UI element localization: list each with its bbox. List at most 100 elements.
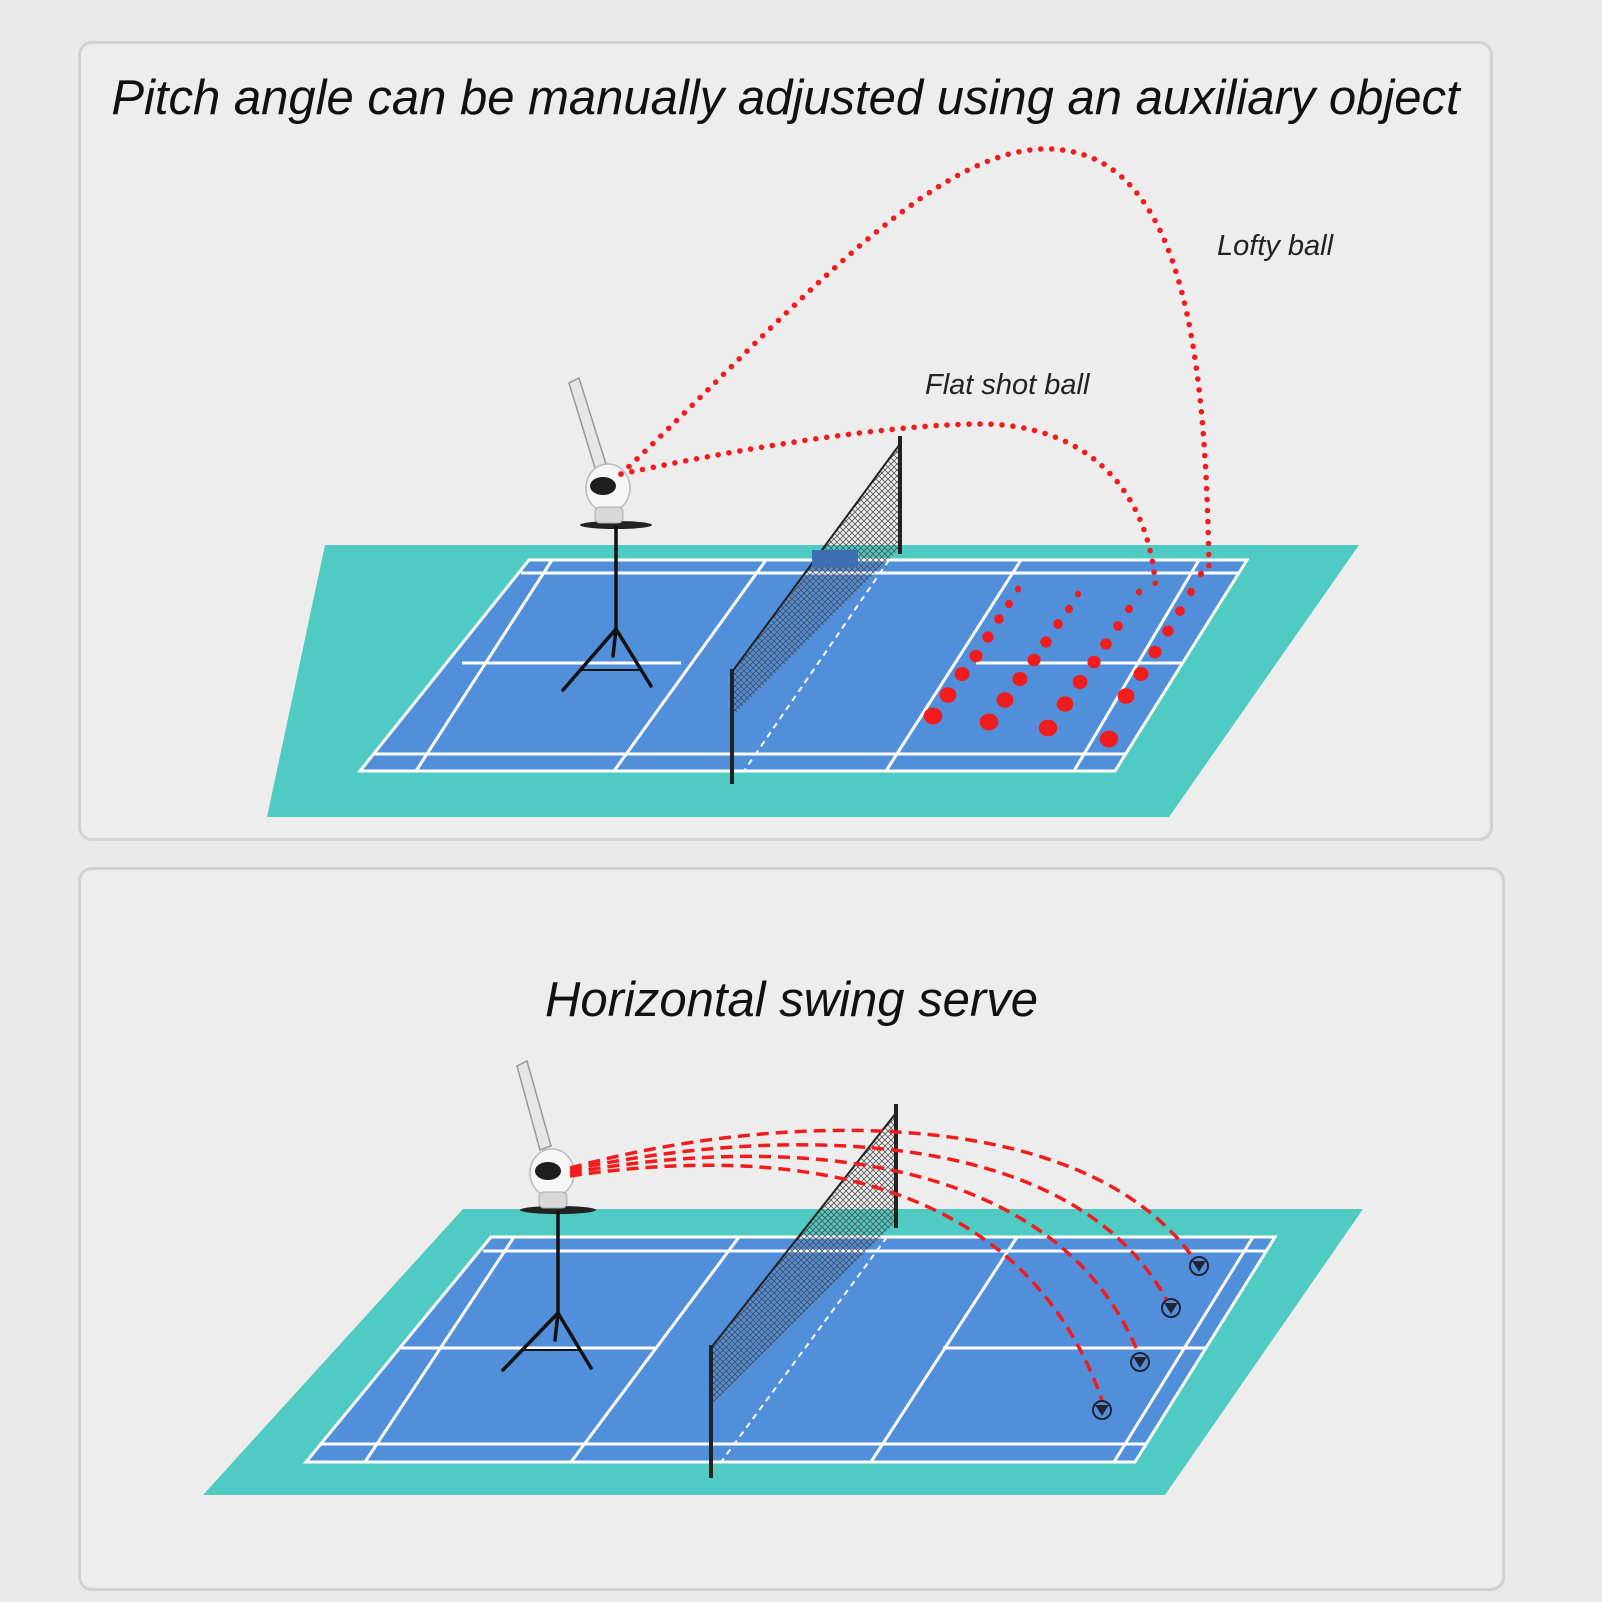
court-lines: [302, 1235, 1278, 1464]
trajectory-dot: [1193, 365, 1200, 371]
trajectory-dot: [856, 243, 863, 249]
trajectory-dot: [1200, 430, 1207, 437]
trajectory-dot: [758, 444, 765, 451]
trajectory-dot: [1144, 537, 1151, 543]
trajectory-dot: [759, 333, 766, 339]
landing-dot: [1053, 619, 1063, 629]
landing-dot: [1040, 636, 1052, 648]
trajectory-dot: [1169, 258, 1176, 264]
trajectory-dot: [1204, 507, 1211, 514]
trajectory-dot: [999, 422, 1005, 428]
trajectory-dot: [744, 348, 750, 355]
trajectory-dot: [665, 425, 672, 432]
trajectory-dot: [1205, 551, 1212, 558]
trajectory-dot: [840, 257, 846, 264]
trajectory-dot: [1021, 425, 1027, 431]
shuttlecock-icon: [1092, 1256, 1209, 1420]
landing-dot: [1125, 604, 1133, 614]
trajectory-dot: [900, 425, 906, 432]
trajectory-dot: [889, 426, 895, 433]
trajectory-dot: [1198, 409, 1205, 415]
trajectory-dot: [650, 440, 656, 447]
trajectory-dot: [626, 463, 632, 470]
trajectory-dot: [1081, 152, 1087, 158]
trajectory-dot: [1196, 387, 1202, 393]
landing-dot: [1072, 675, 1088, 689]
court-surface: [360, 560, 1247, 771]
landing-dot: [979, 713, 999, 731]
landing-dot: [994, 614, 1004, 624]
trajectory-dot: [720, 371, 727, 378]
trajectory-dot: [728, 363, 735, 370]
trajectory-dot: [769, 442, 776, 449]
trajectory-dot: [966, 421, 972, 427]
trajectory-dot: [1134, 190, 1140, 196]
net-icon: [730, 436, 902, 784]
trajectory-dot: [1137, 516, 1143, 523]
trajectory-dot: [977, 421, 983, 427]
trajectory-dot: [1016, 149, 1022, 155]
trajectory-dot: [1072, 443, 1079, 450]
trajectory-dot: [634, 456, 640, 462]
tripod-icon: [561, 521, 653, 692]
trajectory-dot: [1204, 496, 1210, 503]
trajectory-dot: [878, 427, 885, 434]
landing-dot: [1198, 570, 1204, 578]
trajectory-dot: [834, 433, 841, 439]
horizontal-swing-diagram: [203, 1059, 1363, 1495]
trajectory-dot: [1005, 151, 1011, 158]
trajectory-dot: [1070, 149, 1077, 155]
trajectory-dot: [673, 417, 680, 424]
trajectory-dot: [1202, 463, 1209, 470]
landing-dot: [954, 667, 970, 681]
trajectory-dot: [922, 423, 928, 430]
trajectory-dot: [1121, 487, 1127, 494]
trajectory-dot: [629, 468, 635, 475]
trajectory-dot: [944, 422, 950, 428]
trajectory-dot: [974, 162, 981, 169]
trajectory-dot: [705, 387, 711, 393]
trajectory-dot: [807, 287, 814, 293]
trajectory-dot: [994, 154, 1001, 161]
landing-dot: [996, 692, 1014, 708]
trajectory-dot: [1052, 434, 1059, 441]
trajectory-dot: [1042, 430, 1048, 437]
trajectory-dot: [1203, 485, 1210, 492]
trajectory-dot: [1173, 268, 1179, 275]
pitch-angle-diagram: [267, 146, 1359, 817]
shuttle-launcher-icon: [568, 376, 631, 524]
trajectory-dot: [1132, 506, 1138, 513]
net-icon: [709, 1104, 898, 1478]
trajectory-dot: [799, 294, 806, 301]
page-title: Pitch angle can be manually adjusted usi…: [111, 71, 1460, 125]
trajectory-dot: [1190, 343, 1196, 350]
landing-dots: [923, 570, 1204, 748]
trajectory-dot: [1188, 332, 1194, 339]
trajectory-dot: [1197, 398, 1204, 404]
trajectory-dot: [1141, 526, 1147, 533]
trajectory-dot: [1201, 441, 1207, 448]
trajectory-dot: [1205, 518, 1211, 525]
trajectory-dot: [1149, 558, 1156, 565]
trajectory-dot: [911, 424, 917, 431]
landing-dot: [1075, 590, 1081, 598]
trajectory-dot: [984, 158, 991, 165]
landing-dot: [1056, 696, 1074, 712]
landing-dot: [939, 687, 957, 703]
trajectory-dot: [882, 222, 888, 228]
trajectory-dot: [704, 454, 711, 460]
landing-dot: [1133, 667, 1149, 681]
trajectory-dot: [1161, 237, 1168, 244]
trajectory-dot: [890, 215, 897, 221]
trajectory-dot: [945, 178, 951, 184]
landing-dot: [1148, 645, 1162, 659]
trajectory-dot: [1037, 146, 1044, 152]
trajectory-dot: [1147, 547, 1153, 554]
trajectory-dot: [867, 428, 874, 435]
trajectory-dot: [1199, 419, 1206, 426]
lofty-ball-trajectory: [618, 146, 1212, 569]
trajectory-dot: [693, 456, 700, 462]
trajectory-dot: [1119, 174, 1125, 180]
trajectory-dot: [1152, 580, 1159, 586]
trajectory-dot: [747, 446, 754, 452]
